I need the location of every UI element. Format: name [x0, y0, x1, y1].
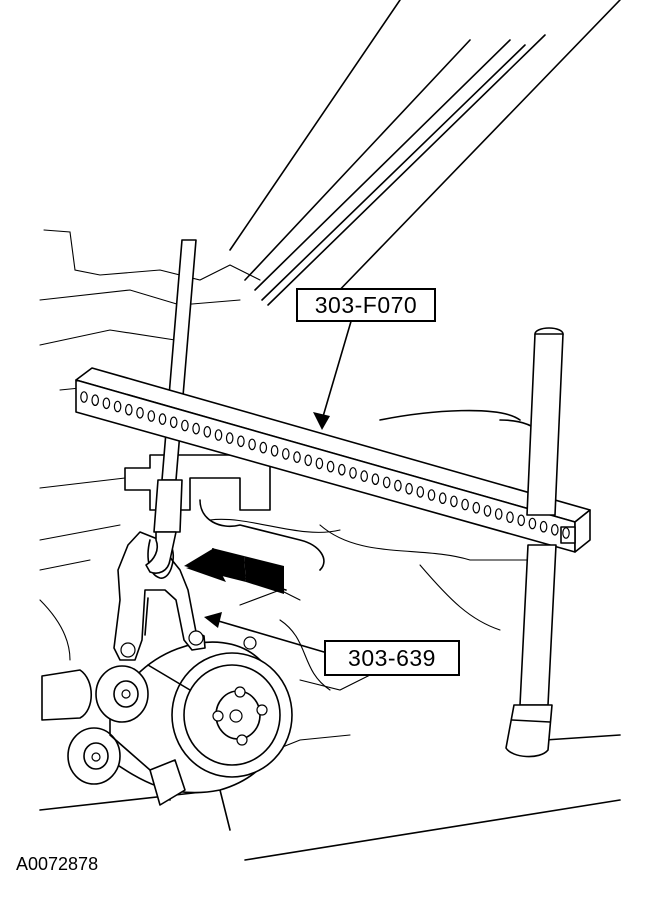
- direction-arrows: [184, 548, 287, 594]
- bar-hole: [125, 403, 133, 416]
- support-leg: [505, 327, 564, 758]
- bar-hole: [304, 454, 313, 467]
- bar-hole: [237, 435, 245, 448]
- leader-arrowhead: [204, 612, 222, 628]
- bar-hole: [382, 476, 391, 489]
- bar-hole: [405, 482, 413, 495]
- bar-hole: [550, 523, 559, 536]
- bar-hole: [562, 527, 570, 539]
- bar-hole: [158, 413, 167, 425]
- bar-hole: [394, 479, 402, 492]
- bar-holes: [80, 391, 570, 539]
- bar-hole: [259, 441, 268, 454]
- bar-hole: [248, 438, 256, 451]
- leader-lines: [204, 317, 353, 653]
- pulley-assembly: [41, 636, 293, 806]
- bar-hole: [113, 400, 122, 413]
- bar-hole: [147, 410, 156, 422]
- bar-hole: [416, 486, 425, 498]
- figure-id: A0072878: [16, 854, 99, 874]
- bar-hole: [517, 514, 526, 527]
- hook-plate-tool: [113, 531, 206, 661]
- tool-callout-label: 303-639: [324, 640, 460, 676]
- bar-hole: [461, 498, 469, 511]
- bar-hole: [169, 416, 178, 429]
- bar-hole: [360, 470, 369, 482]
- bar-hole: [539, 520, 548, 533]
- bar-hole: [136, 406, 144, 419]
- bar-hole: [337, 463, 346, 476]
- bar-hole: [483, 505, 492, 517]
- bar-hole: [494, 508, 503, 520]
- lifting-bar: [75, 367, 591, 553]
- bar-hole: [181, 419, 189, 432]
- bar-hole: [293, 451, 301, 463]
- bar-hole: [281, 448, 290, 460]
- bar-hole: [438, 492, 447, 504]
- bar-hole: [91, 394, 100, 406]
- bar-hole: [450, 495, 458, 508]
- bar-hole: [80, 391, 88, 403]
- bar-hole: [472, 501, 481, 514]
- bar-hole: [326, 460, 335, 473]
- tool-callout-label: 303-F070: [296, 288, 436, 322]
- bar-hole: [203, 425, 212, 438]
- bar-hole: [528, 517, 537, 530]
- bar-hole: [315, 457, 324, 470]
- bar-hole: [349, 467, 357, 479]
- bar-hole: [427, 489, 436, 501]
- bar-hole: [192, 422, 200, 435]
- bar-hole: [371, 473, 380, 485]
- bar-hole: [270, 444, 279, 457]
- bar-hole: [506, 511, 514, 523]
- leader-arrowhead: [313, 412, 330, 430]
- bar-hole: [225, 432, 234, 444]
- bar-hole: [214, 429, 223, 441]
- bar-hole: [102, 397, 111, 410]
